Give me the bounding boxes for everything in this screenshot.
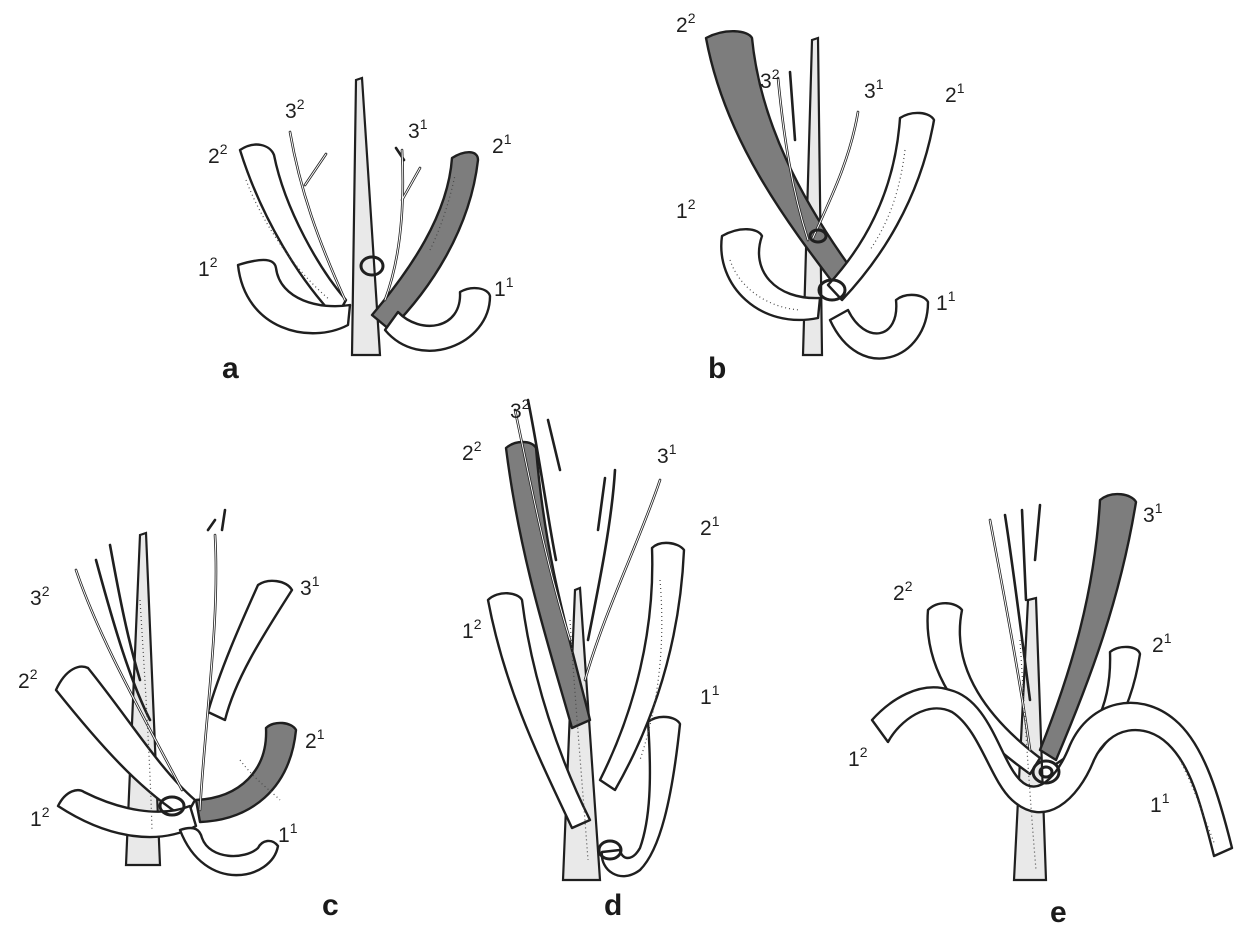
- panel-e-label-1-2: 12: [848, 744, 868, 771]
- panel-c-label-3-1: 31: [300, 573, 320, 600]
- panel-b-label-2-2: 22: [676, 10, 696, 37]
- panel-b-letter: b: [708, 352, 726, 385]
- panel-c-label-1-1: 11: [278, 820, 298, 847]
- panel-e-label-3-1: 31: [1143, 500, 1163, 527]
- panel-d-letter: d: [604, 889, 622, 922]
- panel-d-label-3-1: 31: [657, 441, 677, 468]
- panel-b: [706, 31, 934, 358]
- panel-d-label-1-2: 12: [462, 616, 482, 643]
- panel-b-label-3-2: 32: [760, 66, 780, 93]
- panel-b-label-1-1: 11: [936, 288, 956, 315]
- panel-d-label-3-2: 32: [510, 396, 530, 423]
- panel-d-label-2-1: 21: [700, 513, 720, 540]
- panel-c-limb-2-1: [196, 723, 296, 822]
- panel-e-label-2-1: 21: [1152, 630, 1172, 657]
- panel-c-letter: c: [322, 889, 339, 922]
- panel-b-label-1-2: 12: [676, 196, 696, 223]
- panel-a-label-2-2: 22: [208, 141, 228, 168]
- panel-a: [238, 78, 490, 355]
- panel-a-label-2-1: 21: [492, 131, 512, 158]
- panel-e: [872, 494, 1232, 880]
- panel-b-limb-2-1: [828, 113, 934, 300]
- panel-e-label-1-1: 11: [1150, 790, 1170, 817]
- panel-d-label-1-1: 11: [700, 682, 720, 709]
- panel-c-label-2-2: 22: [18, 666, 38, 693]
- panel-b-label-3-1: 31: [864, 76, 884, 103]
- panel-c-limb-3-1: [208, 581, 292, 720]
- panel-d: [488, 400, 684, 880]
- panel-a-label-3-2: 32: [285, 96, 305, 123]
- panel-e-label-2-2: 22: [893, 578, 913, 605]
- panel-a-letter: a: [222, 352, 239, 385]
- panel-c-label-3-2: 32: [30, 583, 50, 610]
- panel-d-label-2-2: 22: [462, 438, 482, 465]
- panel-b-limb-1-1: [830, 295, 928, 359]
- panel-c-label-2-1: 21: [305, 726, 325, 753]
- panel-e-letter: e: [1050, 896, 1067, 929]
- panel-c-label-1-2: 12: [30, 804, 50, 831]
- panel-b-label-2-1: 21: [945, 80, 965, 107]
- panel-c: [56, 510, 296, 875]
- panel-c-limb-1-1: [180, 828, 278, 875]
- panel-a-label-1-2: 12: [198, 254, 218, 281]
- panel-a-label-3-1: 31: [408, 116, 428, 143]
- panel-a-label-1-1: 11: [494, 274, 514, 301]
